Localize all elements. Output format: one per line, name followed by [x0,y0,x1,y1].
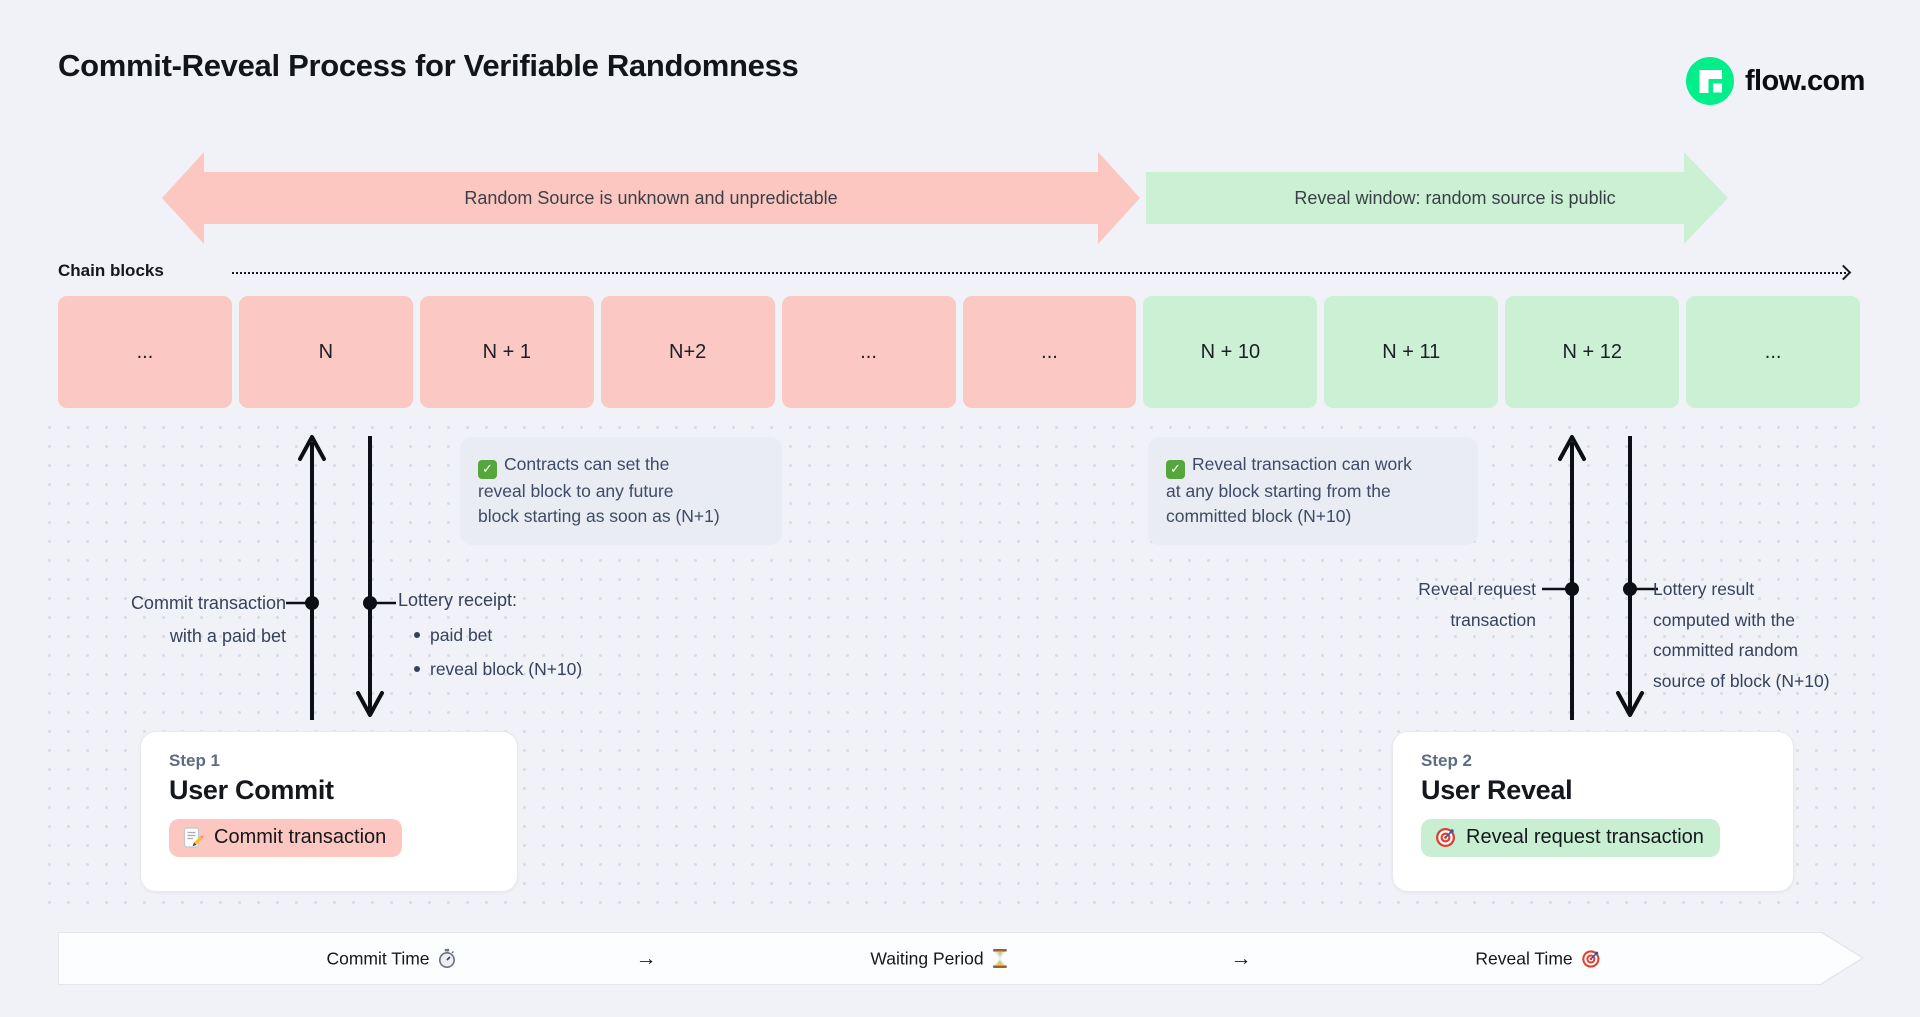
timeline-arrow: → [635,946,657,970]
banner-unknown-label: Random Source is unknown and unpredictab… [464,187,838,208]
lottery-receipt-title: Lottery receipt: [398,590,518,610]
chain-axis-arrow [232,272,1846,274]
chain-blocks-label: Chain blocks [58,261,164,280]
chain-block: N [238,296,413,408]
step-1-card: Step 1 User Commit Commit transaction [140,731,518,892]
banner-reveal-label: Reveal window: random source is public [1294,187,1616,208]
note-text: Reveal transaction can work at any block… [1166,454,1412,526]
flow-logo-icon [1686,57,1734,105]
reveal-request-label: Reveal request transaction [1418,579,1536,630]
step-number: Step 2 [1421,751,1473,770]
chain-block: N+2 [600,296,775,408]
brand: flow.com [1686,55,1865,107]
chain-block: ... [58,296,232,408]
reveal-request-badge: Reveal request transaction [1421,819,1720,857]
stopwatch-icon [439,948,456,968]
step-2-card: Step 2 User Reveal Reveal request transa… [1392,731,1794,892]
hourglass-icon [993,949,1008,968]
lottery-receipt-label: Lottery receipt: paid bet reveal block (… [398,587,582,690]
bullet-icon [414,666,420,672]
chain-block: ... [1686,296,1861,408]
timeline-waiting-period: Waiting Period [870,948,1008,969]
check-mark-icon: ✓ [1166,459,1185,479]
timeline-arrow: → [1230,946,1252,970]
chain-block: ... [781,296,956,408]
banner-reveal-window: Reveal window: random source is public [1146,152,1728,244]
receipt-item-text: reveal block (N+10) [430,659,583,679]
lottery-result-label: Lottery result computed with the committ… [1653,579,1830,691]
step-title: User Commit [169,775,334,805]
receipt-item: reveal block (N+10) [414,656,582,682]
page-title: Commit-Reveal Process for Verifiable Ran… [58,48,799,83]
commit-arrows [286,435,396,720]
badge-label: Reveal request transaction [1466,826,1704,848]
chain-block: ... [962,296,1137,408]
chain-block: N + 10 [1143,296,1318,408]
step-title: User Reveal [1421,775,1573,805]
check-mark-icon: ✓ [478,459,497,479]
timeline-bar: Commit Time → Waiting Period → Reveal Ti… [58,932,1822,985]
timeline-label: Waiting Period [870,948,984,968]
reveal-arrows [1542,435,1658,720]
bullet-icon [414,632,420,638]
step-number: Step 1 [169,751,221,770]
timeline-label: Reveal Time [1475,948,1573,968]
badge-label: Commit transaction [214,826,387,848]
commit-transaction-badge: Commit transaction [169,819,403,857]
chain-block: N + 12 [1505,296,1680,408]
chain-block: N + 11 [1324,296,1499,408]
memo-icon [183,827,204,848]
receipt-item-text: paid bet [430,625,493,645]
target-icon [1582,949,1600,968]
target-icon [1436,828,1455,847]
chain-blocks-row: ... N N + 1 N+2 ... ... N + 10 N + 11 N … [58,296,1861,408]
note-commit-window: ✓Contracts can set the reveal block to a… [460,437,782,545]
timeline-tip-arrow [1821,931,1865,985]
chain-block: N + 1 [419,296,594,408]
note-text: Contracts can set the reveal block to an… [478,454,720,526]
note-reveal-window: ✓Reveal transaction can work at any bloc… [1148,437,1478,545]
brand-name: flow.com [1745,64,1865,97]
timeline-commit-time: Commit Time [326,948,456,969]
commit-transaction-label: Commit transaction with a paid bet [130,593,286,646]
receipt-item: paid bet [414,622,582,648]
banner-unknown-random-source: Random Source is unknown and unpredictab… [162,152,1140,244]
timeline-label: Commit Time [326,948,430,968]
timeline-reveal-time: Reveal Time [1475,948,1600,969]
